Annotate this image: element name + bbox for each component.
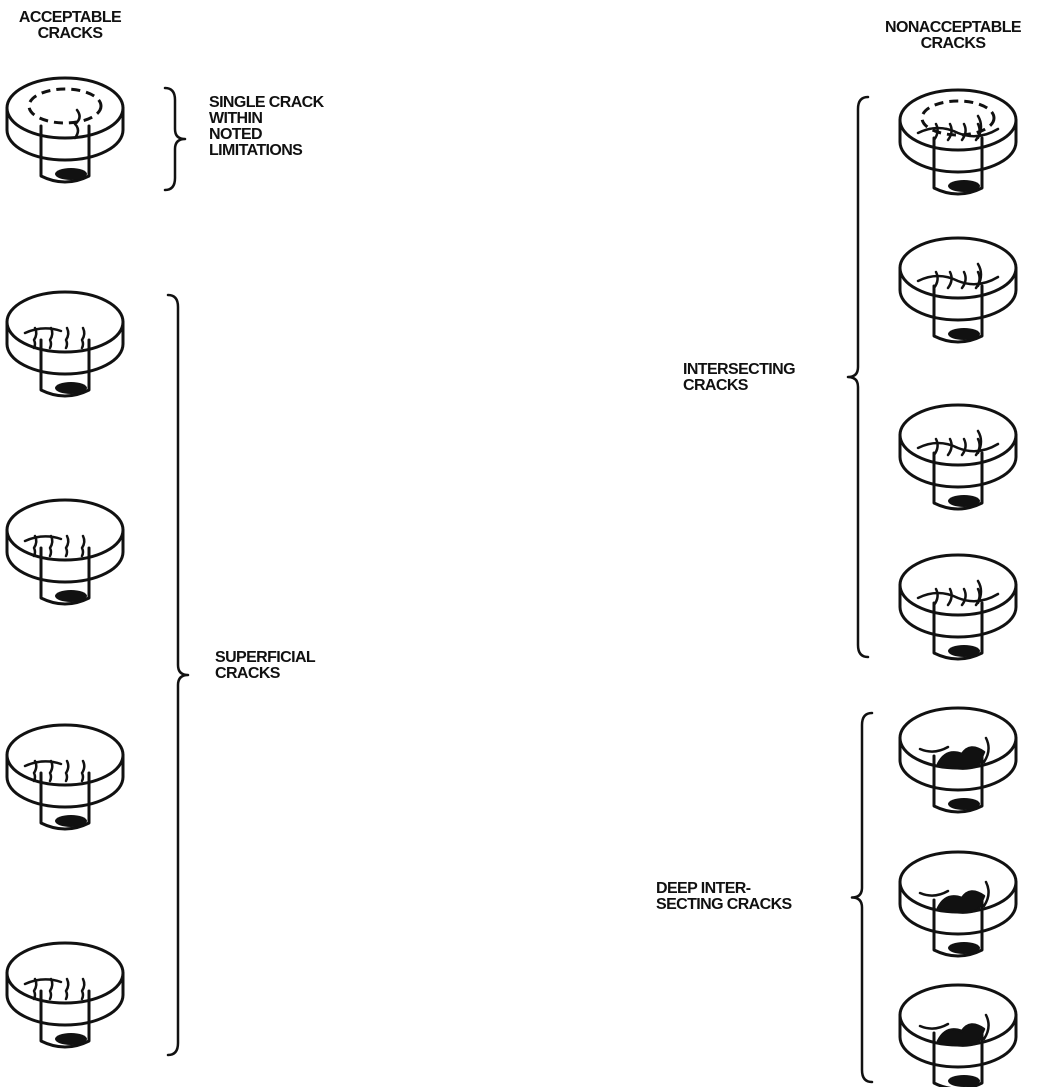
crack-line <box>918 593 998 601</box>
crack-line <box>962 439 966 455</box>
rivet <box>900 708 1016 812</box>
rivet-head-side <box>900 120 1016 172</box>
shank-hatch <box>948 645 980 657</box>
rivet-head-top <box>900 238 1016 298</box>
crack-line <box>962 124 966 140</box>
shank-hatch <box>948 328 980 340</box>
rivet-head-side <box>900 585 1016 637</box>
crack-line <box>918 443 998 451</box>
rivet <box>900 555 1016 659</box>
rivet-head-side <box>7 108 123 160</box>
crack-line <box>82 979 84 999</box>
rivet-head-top <box>900 405 1016 465</box>
intersecting-cracks-label: INTERSECTING CRACKS <box>683 362 795 394</box>
crack-line <box>66 761 68 781</box>
rivet-head-side <box>900 268 1016 320</box>
crack-line <box>66 979 68 999</box>
deep-crack <box>938 891 984 912</box>
shank-hatch <box>948 495 980 507</box>
shank-hatch <box>55 168 87 180</box>
rivet-head-top <box>7 500 123 560</box>
shank-hatch <box>948 798 980 810</box>
deep-crack <box>938 747 984 768</box>
rivet <box>900 238 1016 342</box>
deep-intersecting-brace <box>852 713 872 1082</box>
crack-line <box>82 328 84 348</box>
shank-hatch <box>948 180 980 192</box>
crack-line <box>918 128 998 136</box>
single-crack-brace <box>165 88 185 190</box>
crack-line <box>82 536 84 556</box>
rivet <box>900 405 1016 509</box>
crack-line <box>948 124 952 140</box>
acceptable-cracks-header: ACCEPTABLE CRACKS <box>0 10 140 42</box>
rivet-head-top <box>900 90 1016 150</box>
rivet <box>7 725 123 829</box>
crack-line <box>82 761 84 781</box>
rivet <box>7 500 123 604</box>
crack-line <box>934 589 938 605</box>
superficial-brace <box>168 295 188 1055</box>
crack-line <box>75 110 80 138</box>
crack-line <box>962 272 966 288</box>
rivet-head-side <box>900 435 1016 487</box>
crack-line <box>934 272 938 288</box>
crack-line <box>918 276 998 284</box>
crack-line <box>934 439 938 455</box>
rivet <box>7 943 123 1047</box>
crack-line <box>50 979 52 999</box>
crack-line <box>25 761 61 766</box>
crack-line <box>25 979 61 984</box>
rivet <box>900 985 1016 1087</box>
crack-line <box>962 589 966 605</box>
superficial-cracks-label: SUPERFICIAL CRACKS <box>215 650 315 682</box>
crack-line <box>25 536 61 541</box>
limit-circle <box>29 89 101 123</box>
rivet-head-top <box>7 725 123 785</box>
rivet <box>7 78 123 182</box>
shank-hatch <box>55 382 87 394</box>
crack-line <box>50 536 52 556</box>
crack-line <box>50 328 52 348</box>
crack-line <box>66 328 68 348</box>
crack-line <box>25 328 61 333</box>
rivet <box>900 90 1016 194</box>
rivet-head-top <box>7 78 123 138</box>
crack-line <box>66 536 68 556</box>
shank-hatch <box>948 1075 980 1087</box>
rivet <box>900 852 1016 956</box>
rivet <box>7 292 123 396</box>
rivet-head-top <box>7 292 123 352</box>
crack-line <box>948 272 952 288</box>
deep-crack <box>938 1024 984 1045</box>
crack-line <box>50 761 52 781</box>
limit-circle <box>922 101 994 135</box>
crack-line <box>948 589 952 605</box>
shank-hatch <box>55 590 87 602</box>
shank-hatch <box>55 1033 87 1045</box>
nonacceptable-cracks-header: NONACCEPTABLE CRACKS <box>862 20 1044 52</box>
deep-intersecting-cracks-label: DEEP INTER- SECTING CRACKS <box>656 881 792 913</box>
single-crack-label: SINGLE CRACK WITHIN NOTED LIMITATIONS <box>209 95 324 159</box>
rivet-head-top <box>7 943 123 1003</box>
rivet-head-top <box>900 555 1016 615</box>
shank-hatch <box>55 815 87 827</box>
intersecting-brace <box>848 97 868 657</box>
shank-hatch <box>948 942 980 954</box>
crack-line <box>948 439 952 455</box>
